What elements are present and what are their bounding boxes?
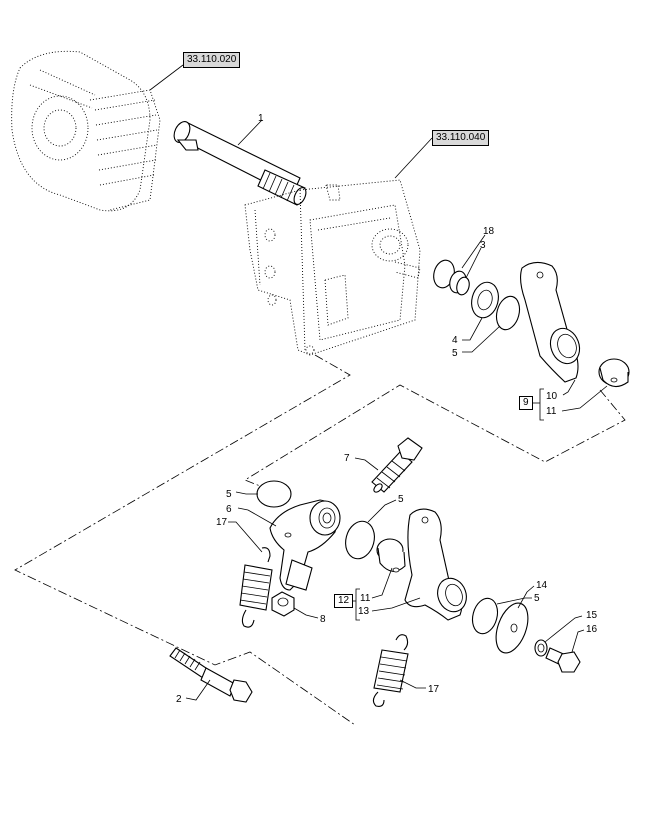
leader-5a — [462, 325, 501, 353]
reference-box-33-110-040[interactable]: 33.110.040 — [432, 130, 490, 146]
leader-5d — [496, 597, 532, 605]
label-11b: 11 — [360, 593, 371, 604]
label-5d: 5 — [534, 593, 540, 604]
dash-line-right — [244, 384, 626, 491]
o-ring-5-b1 — [256, 480, 292, 508]
ref-1-leader — [149, 64, 184, 91]
leader-6 — [237, 507, 277, 527]
label-1: 1 — [258, 113, 264, 124]
label-8: 8 — [320, 614, 326, 625]
leader-8 — [293, 607, 319, 619]
bolt-16 — [545, 647, 581, 673]
bushing-11-top — [598, 358, 630, 388]
nut-8 — [271, 591, 295, 617]
leader-1 — [237, 119, 263, 146]
label-11a: 11 — [546, 406, 557, 417]
reference-box-33-110-020[interactable]: 33.110.020 — [183, 52, 241, 68]
shaft-part-1 — [173, 121, 307, 206]
lever-arm-10 — [519, 261, 581, 383]
leader-17b — [399, 679, 426, 689]
leader-10 — [562, 379, 576, 396]
washer-14-hole — [510, 623, 518, 633]
label-5b: 5 — [226, 489, 232, 500]
o-ring-5-b2 — [345, 520, 375, 560]
leader-7 — [354, 457, 379, 471]
lever-6 — [269, 499, 341, 591]
leader-13 — [371, 597, 421, 612]
coupling-housing — [11, 50, 161, 212]
bushing-11-bottom — [376, 538, 406, 573]
label-3: 3 — [480, 240, 486, 251]
leader-11b — [371, 567, 393, 599]
leader-16 — [571, 629, 585, 653]
ref-2-leader — [394, 137, 433, 179]
label-5c: 5 — [398, 494, 404, 505]
label-14: 14 — [536, 580, 548, 591]
callout-9: 9 — [519, 396, 533, 410]
label-7: 7 — [344, 453, 350, 464]
label-18: 18 — [483, 226, 495, 237]
label-17b: 17 — [428, 684, 440, 695]
leader-5c — [367, 499, 397, 523]
label-17a: 17 — [216, 517, 228, 528]
leader-2 — [185, 679, 211, 701]
leader-17a — [228, 521, 263, 553]
label-5a: 5 — [452, 348, 458, 359]
leader-4 — [462, 317, 483, 341]
callout-12: 12 — [334, 594, 354, 608]
lever-arm-13 — [404, 508, 467, 621]
label-6: 6 — [226, 504, 232, 515]
o-ring-5-b3 — [471, 597, 499, 635]
washer-3 — [456, 276, 470, 296]
leader-11a — [561, 385, 608, 412]
stud-2 — [169, 647, 253, 703]
label-2: 2 — [176, 694, 182, 705]
leader-14 — [517, 585, 535, 609]
label-10: 10 — [546, 391, 558, 402]
label-16: 16 — [586, 624, 598, 635]
label-13: 13 — [358, 606, 370, 617]
bracket-12 — [355, 588, 360, 621]
spring-17-right — [372, 634, 409, 707]
leader-15 — [544, 615, 583, 643]
label-15: 15 — [586, 610, 598, 621]
leader-5b — [235, 491, 258, 495]
bracket-9 — [539, 388, 544, 421]
label-4: 4 — [452, 335, 458, 346]
spring-17-left — [239, 547, 273, 628]
o-ring-5-top — [495, 295, 521, 331]
leader-3 — [465, 247, 482, 279]
lift-housing — [244, 179, 421, 356]
bolt-7 — [371, 437, 423, 493]
leader-18 — [461, 234, 486, 269]
